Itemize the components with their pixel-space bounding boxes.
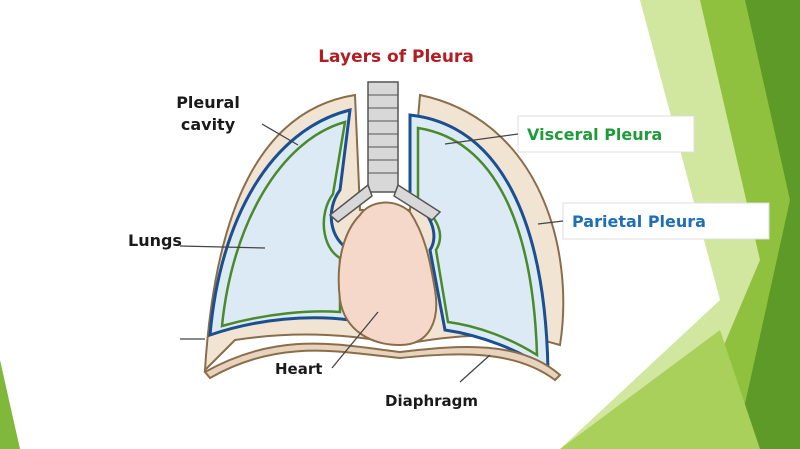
right-lung-visceral: [416, 126, 539, 358]
trachea-tube: [367, 81, 399, 193]
heart-shape: [337, 201, 438, 347]
parietal-label-box: [562, 202, 770, 240]
leader-lines: [179, 123, 564, 383]
bg-shape-dark: [735, 0, 800, 449]
leader-parietal: [537, 220, 564, 225]
left-lung-visceral: [220, 120, 347, 328]
label-heart: Heart: [275, 360, 322, 378]
label-diaphragm: Diaphragm: [385, 392, 478, 410]
label-pleural-cavity-line2: cavity: [181, 115, 236, 134]
trachea: [328, 81, 442, 223]
bg-shape-bottom: [560, 330, 760, 449]
label-lungs: Lungs: [128, 231, 182, 250]
diaphragm-shape: [203, 342, 562, 382]
leader-pleural-cavity: [261, 123, 299, 146]
visceral-label-box: [517, 115, 695, 153]
right-bronchus: [393, 183, 442, 221]
left-bronchus: [328, 183, 373, 223]
leader-lungs: [179, 245, 266, 249]
bg-shape-left-corner: [0, 360, 20, 449]
label-visceral-pleura: Visceral Pleura: [527, 125, 662, 144]
label-parietal-pleura: Parietal Pleura: [572, 212, 706, 231]
diagram-title: Layers of Pleura: [318, 47, 474, 67]
leader-diaphragm: [459, 354, 491, 383]
leader-visceral: [444, 133, 519, 145]
label-pleural-cavity-line1: Pleural: [176, 93, 240, 112]
leader-heart: [331, 311, 379, 369]
